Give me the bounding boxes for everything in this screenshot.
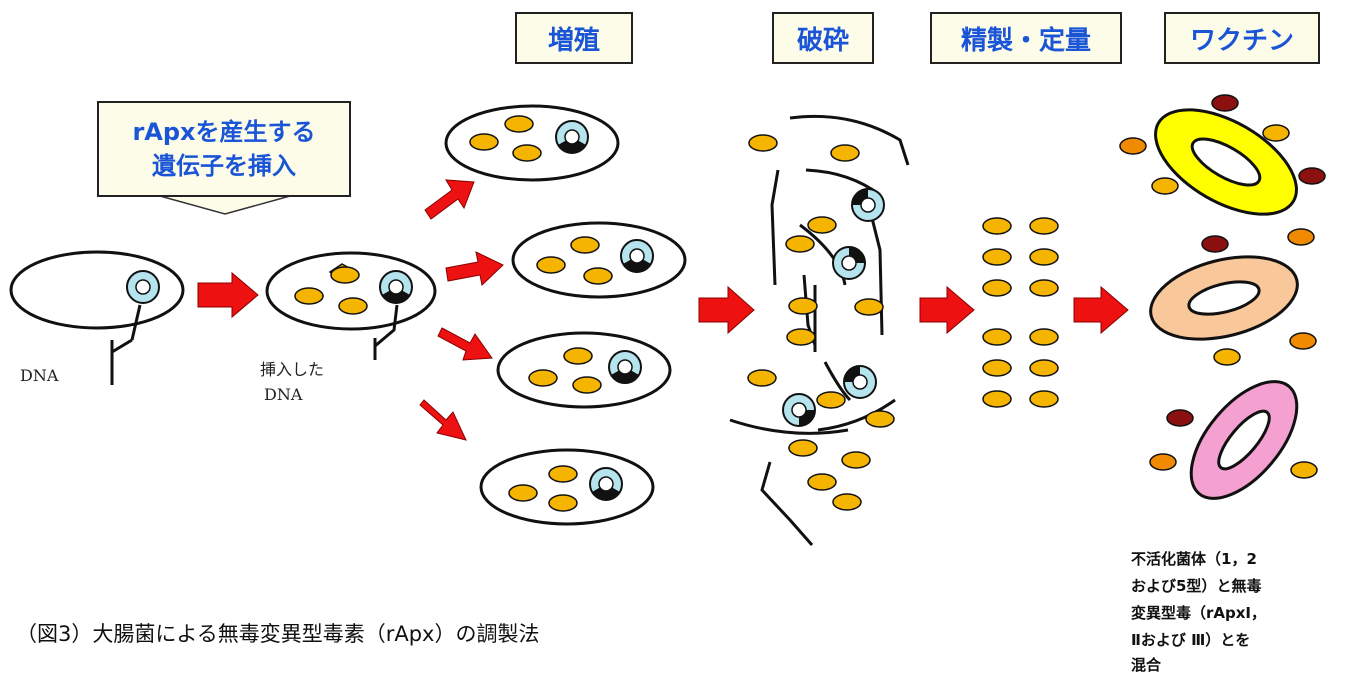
- insert-gene-callout: rApxを産生する 遺伝子を挿入: [97, 101, 351, 215]
- vaccine-note-line-1: 不活化菌体（1，2: [1131, 550, 1257, 568]
- vaccine-note-line-2: および5型）と無毒: [1131, 577, 1261, 595]
- callout-line-1: rApxを産生する: [132, 118, 315, 146]
- propagated-cell-3: [496, 331, 672, 409]
- arrow-to-purification: [919, 285, 975, 335]
- dna-pointer: [110, 304, 142, 385]
- inserted-dna-label-2: DNA: [264, 385, 303, 404]
- propagated-cell-2: [511, 221, 687, 299]
- stage-box-purification: 精製・定量: [930, 12, 1122, 64]
- stage-label-propagation: 増殖: [548, 25, 600, 56]
- callout-line-2: 遺伝子を挿入: [152, 152, 296, 180]
- stage-box-crushing: 破砕: [772, 12, 874, 64]
- arrow-to-crushing: [698, 285, 755, 335]
- arrow-to-recombinant: [197, 271, 259, 319]
- vaccine-note-line-4: Ⅱおよび Ⅲ）とを: [1131, 631, 1250, 649]
- figure-caption: （図3）大腸菌による無毒変異型毒素（rApx）の調製法: [16, 622, 540, 646]
- propagated-cell-1: [444, 104, 620, 182]
- crushed-plasmids: [782, 188, 885, 427]
- stage-box-propagation: 増殖: [515, 12, 633, 64]
- vaccine-note: 不活化菌体（1，2 および5型）と無毒 変異型毒（rApxⅠ， Ⅱおよび Ⅲ）と…: [1131, 550, 1266, 674]
- vaccine-ring-pink: [1189, 380, 1299, 500]
- stage-label-purification: 精製・定量: [961, 25, 1091, 56]
- vaccine-note-line-5: 混合: [1131, 656, 1162, 674]
- arrow-to-vaccine: [1073, 285, 1129, 335]
- vaccine-ring-yellow: [1154, 108, 1298, 216]
- ecoli-cell-recombinant: [265, 251, 437, 360]
- propagation-arrows: [419, 179, 504, 441]
- stage-box-vaccine: ワクチン: [1164, 12, 1320, 64]
- ecoli-cell-original: [9, 250, 185, 385]
- purified-proteins: [982, 217, 1059, 408]
- dna-label: DNA: [20, 366, 59, 385]
- vaccine-note-line-3: 変異型毒（rApxⅠ，: [1131, 604, 1266, 622]
- vaccine-toxin-dots: [1119, 94, 1326, 479]
- stage-label-vaccine: ワクチン: [1190, 26, 1294, 56]
- stage-label-crushing: 破砕: [797, 26, 849, 56]
- inserted-dna-label-1: 挿入した: [260, 360, 324, 379]
- crushed-proteins: [747, 134, 895, 511]
- propagated-cell-4: [479, 448, 655, 526]
- vaccine-ring-peach: [1149, 255, 1299, 341]
